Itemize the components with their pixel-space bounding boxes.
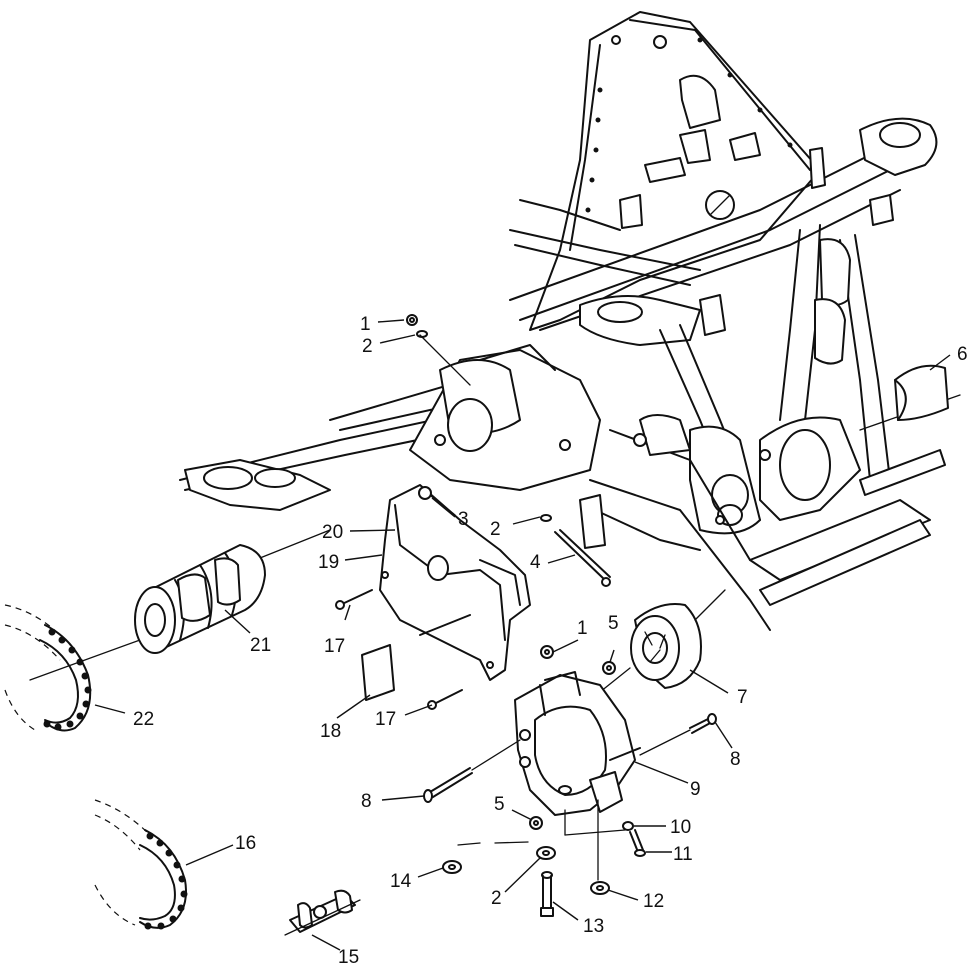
washer-5-lower <box>529 816 543 830</box>
drum-21 <box>29 529 331 681</box>
callout-15: 15 <box>338 947 359 965</box>
screw-3 <box>418 486 456 516</box>
callout-1: 1 <box>360 314 371 335</box>
callout-16: 16 <box>235 833 256 854</box>
callout-9: 9 <box>690 779 701 800</box>
nut-1-housing <box>540 645 554 659</box>
plate-rivets <box>585 37 793 213</box>
frame-assembly <box>179 11 946 631</box>
callout-1: 1 <box>577 618 588 639</box>
callout-2: 2 <box>362 336 373 357</box>
callout-8: 8 <box>730 749 741 770</box>
chaincase-cover <box>379 484 531 681</box>
callout-3: 3 <box>458 509 469 530</box>
washer-2-mid <box>540 514 552 522</box>
chain-16-links <box>144 832 188 930</box>
leader-lines <box>94 319 951 951</box>
chain-22 <box>4 604 92 732</box>
roller-7 <box>589 589 726 701</box>
bolt-8-left <box>423 739 521 803</box>
bearing-housing-9 <box>514 671 641 816</box>
callout-22: 22 <box>133 709 154 730</box>
bushing-6 <box>859 364 961 431</box>
washer-14 <box>442 860 462 874</box>
callout-10: 10 <box>670 817 691 838</box>
bolt-11 <box>629 829 646 857</box>
callout-5: 5 <box>608 613 619 634</box>
callout-21: 21 <box>250 635 271 656</box>
washer-12 <box>590 881 610 895</box>
bolt-17-lower <box>427 689 463 710</box>
decal-18 <box>361 644 395 701</box>
callout-7: 7 <box>737 687 748 708</box>
callouts: 1 2 3 2 20 19 4 6 21 17 1 5 7 22 18 17 8… <box>133 314 968 965</box>
callout-17: 17 <box>324 636 345 657</box>
callout-11: 11 <box>673 844 693 865</box>
bolt-4 <box>554 529 611 587</box>
callout-8: 8 <box>361 791 372 812</box>
washer-2-bottom <box>536 846 556 860</box>
callout-4: 4 <box>530 552 541 573</box>
callout-19: 19 <box>318 552 339 573</box>
bolt-8-right <box>639 713 717 756</box>
nut-10 <box>622 821 634 831</box>
tensioner-15 <box>284 889 361 936</box>
callout-13: 13 <box>583 916 604 937</box>
callout-6: 6 <box>957 344 968 365</box>
callout-12: 12 <box>643 891 664 912</box>
chain-22-links <box>43 628 92 731</box>
chain-16 <box>94 799 188 930</box>
callout-5: 5 <box>494 794 505 815</box>
callout-17: 17 <box>375 709 396 730</box>
bolt-13 <box>540 871 554 917</box>
washer-5-top <box>602 661 616 675</box>
bolt-17-upper <box>335 589 373 610</box>
callout-20: 20 <box>322 522 343 543</box>
callout-2: 2 <box>490 519 501 540</box>
callout-18: 18 <box>320 721 341 742</box>
nut-1-top <box>406 314 418 326</box>
callout-14: 14 <box>390 871 412 892</box>
callout-2: 2 <box>491 888 502 909</box>
